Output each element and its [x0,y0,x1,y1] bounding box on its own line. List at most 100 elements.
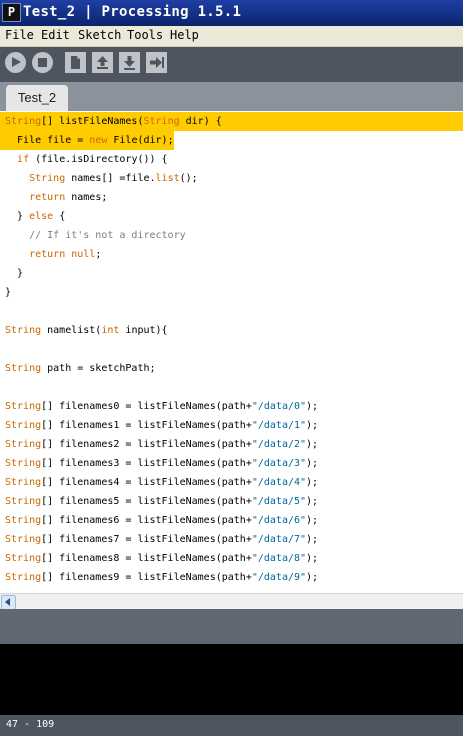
menu-help[interactable]: Help [170,28,199,42]
code-token: new [89,135,108,146]
run-icon [12,57,21,67]
code-token: [] filenames6 = listFileNames(path+ [41,515,252,526]
code-token: (file.isDirectory()) { [29,154,168,165]
code-token: String [5,515,42,526]
code-token: String [5,439,42,450]
code-line: String[] listFileNames(String dir) { [5,112,222,131]
line-number-indicator: 47 - 109 [6,719,55,730]
code-token: String [5,325,42,336]
code-line: // If it's not a directory [5,226,186,245]
window-title: Test_2 | Processing 1.5.1 [23,4,242,20]
code-token: [] filenames4 = listFileNames(path+ [41,477,252,488]
code-token: "/data/3" [251,458,307,469]
code-line: String[] filenames4 = listFileNames(path… [5,473,318,492]
menu-sketch[interactable]: Sketch [78,28,122,42]
code-token: list [155,173,180,184]
code-line: String[] filenames9 = listFileNames(path… [5,568,318,587]
code-token: "/data/6" [251,515,307,526]
code-token: String [5,401,42,412]
code-token: dir) { [179,116,222,127]
open-button[interactable] [92,52,113,73]
save-icon [124,56,135,70]
code-token: "/data/7" [251,534,307,545]
message-area [0,609,463,644]
export-button[interactable] [146,52,167,73]
code-token: } [5,268,24,279]
code-token: [] filenames1 = listFileNames(path+ [41,420,252,431]
code-token: ); [306,439,319,450]
code-editor[interactable]: String[] listFileNames(String dir) { Fil… [0,111,463,593]
code-token: ); [306,534,319,545]
code-token: int [101,325,120,336]
code-token: ; [95,249,102,260]
code-token: if [17,154,30,165]
code-token: "/data/5" [251,496,307,507]
code-token: null [71,249,96,260]
code-line: String[] filenames8 = listFileNames(path… [5,549,318,568]
code-line: String[] filenames2 = listFileNames(path… [5,435,318,454]
stop-icon [38,58,47,67]
code-token: "/data/0" [251,401,307,412]
code-line: return null; [5,245,101,264]
code-line: String[] filenames1 = listFileNames(path… [5,416,318,435]
selection-highlight [0,131,174,150]
save-button[interactable] [119,52,140,73]
code-line: String names[] =file.list(); [5,169,198,188]
code-token [5,192,29,203]
code-token: [] listFileNames( [41,116,144,127]
code-line: } else { [5,207,65,226]
code-token: "/data/9" [251,572,307,583]
code-token: ); [306,496,319,507]
code-token: File file = [5,135,90,146]
tab-test-2[interactable]: Test_2 [6,85,68,111]
tab-strip: Test_2 [0,82,463,111]
code-line: String[] filenames5 = listFileNames(path… [5,492,318,511]
code-line: } [5,264,23,283]
code-token: File(dir); [107,135,174,146]
code-token: } [5,287,12,298]
code-token: namelist( [41,325,102,336]
processing-app-icon: P [2,3,21,22]
code-token: { [53,211,66,222]
menu-file[interactable]: File [5,28,34,42]
run-button[interactable] [5,52,26,73]
export-icon [150,57,164,68]
code-token: String [5,420,42,431]
code-token: ); [306,515,319,526]
code-token: (); [179,173,198,184]
title-bar: P Test_2 | Processing 1.5.1 [0,0,463,26]
code-token: String [5,496,42,507]
stop-button[interactable] [32,52,53,73]
console-area[interactable] [0,644,463,715]
code-token: [] filenames5 = listFileNames(path+ [41,496,252,507]
new-icon [71,56,80,69]
code-token: input){ [119,325,168,336]
code-token: String [5,363,42,374]
open-icon [97,56,108,69]
selection-highlight [0,112,463,131]
code-token [5,249,29,260]
code-token: } [5,211,30,222]
code-line: String namelist(int input){ [5,321,168,340]
code-line: String[] filenames0 = listFileNames(path… [5,397,318,416]
code-token: String [5,477,42,488]
code-token: String [29,173,66,184]
scroll-left-icon[interactable] [1,595,16,610]
code-token: String [5,572,42,583]
code-token: String [5,458,42,469]
horizontal-scrollbar[interactable] [0,593,463,610]
code-token: String [5,553,42,564]
toolbar [0,47,463,82]
code-token: "/data/8" [251,553,307,564]
code-line: return names; [5,188,107,207]
code-token: String [143,116,180,127]
code-token: ); [306,553,319,564]
menu-tools[interactable]: Tools [127,28,164,42]
code-token: // If it's not a directory [5,230,186,241]
menu-edit[interactable]: Edit [41,28,70,42]
code-line: String[] filenames3 = listFileNames(path… [5,454,318,473]
code-token: String [5,534,42,545]
code-token [5,154,17,165]
code-token: return [29,192,66,203]
new-button[interactable] [65,52,86,73]
